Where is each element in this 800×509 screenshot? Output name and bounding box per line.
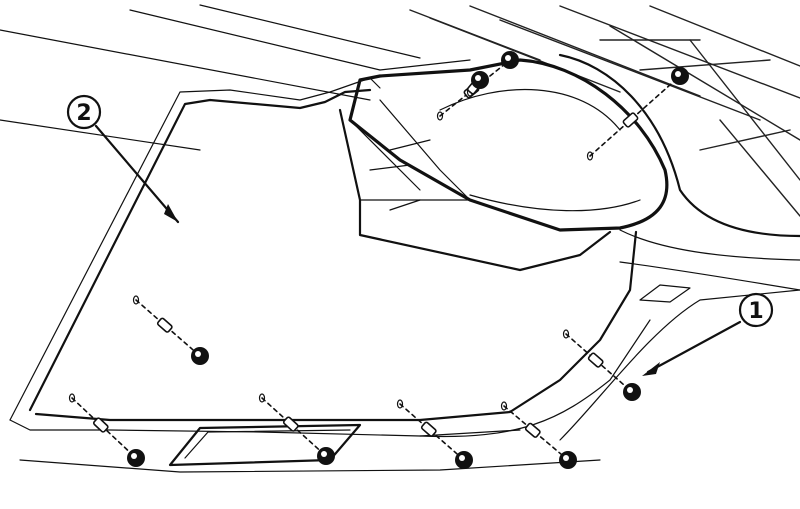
clip-head-highlight [475,75,481,81]
fastener-clip [562,329,641,401]
fastener-clip [68,393,145,467]
clip-head-highlight [505,55,511,61]
fastener-clip [258,393,335,465]
clip-head-highlight [675,71,681,77]
fastener-clip [466,71,489,97]
callout-1-arrowhead [642,362,660,376]
clip-head-highlight [627,387,633,393]
mounting-hole [68,393,76,403]
mounting-hole [586,151,594,161]
callout-1: 1 [642,292,774,376]
clip-spacer [420,421,437,437]
clip-head-highlight [563,455,569,461]
callout-2-arrowhead [164,204,178,222]
callout-2-label: 2 [76,101,91,126]
fastener-clip [132,295,209,365]
fastener-alignment-line [439,59,511,117]
clip-head-highlight [321,451,327,457]
callout-1-label: 1 [748,299,763,324]
clip-spacer [587,352,604,368]
fastener-group [68,51,689,469]
fastener-clip [396,399,473,469]
clip-spacer [92,417,109,433]
right-recess [639,284,691,303]
mounting-hole [436,111,444,121]
mounting-hole [396,399,404,409]
mounting-hole [500,401,508,411]
window-glass-hatching [409,5,800,217]
clip-head-highlight [459,455,465,461]
clip-spacer [156,317,173,333]
mounting-hole [132,295,140,305]
callout-2: 2 [66,94,180,224]
clip-head-highlight [131,453,137,459]
clip-head-highlight [195,351,201,357]
lower-lamp-recess [168,423,362,467]
clip-spacer [524,422,541,438]
clip-spacer [282,416,299,432]
trim-panel-outline [9,77,800,473]
mounting-hole [258,393,266,403]
fastener-clip [586,67,689,161]
overhead-console-housing [338,58,669,272]
fastener-clip [500,401,577,469]
clip-spacer [622,112,639,128]
mounting-hole [562,329,570,339]
